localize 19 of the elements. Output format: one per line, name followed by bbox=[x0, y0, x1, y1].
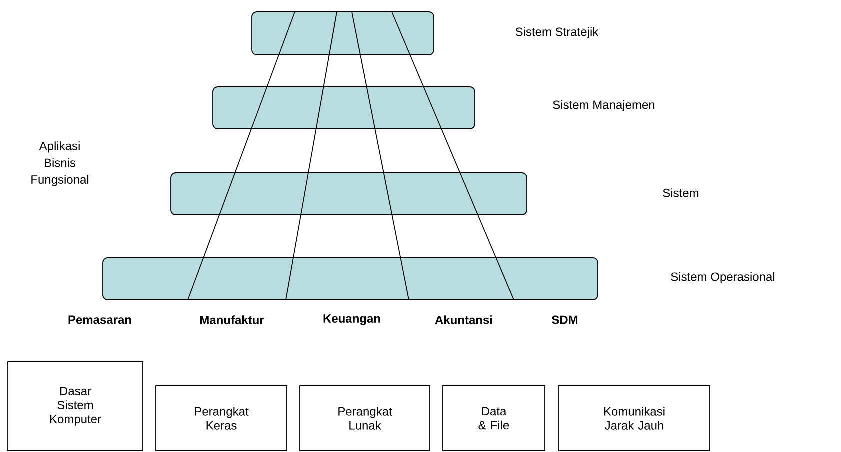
side-label: Aplikasi Bisnis Fungsional bbox=[32, 142, 89, 186]
text-box: Dasar Sistem Komputer bbox=[8, 362, 144, 452]
text-box: Data & File bbox=[442, 386, 546, 452]
level-label: Sistem Operasional bbox=[671, 272, 775, 284]
level-bar bbox=[252, 12, 434, 56]
level-label: Sistem bbox=[663, 188, 699, 198]
column-label: SDM bbox=[552, 316, 578, 324]
text-box: Perangkat Lunak bbox=[300, 386, 430, 452]
level-bar bbox=[170, 172, 528, 216]
level-bar bbox=[102, 258, 598, 300]
column-label: Keuangan bbox=[324, 314, 380, 326]
level-bar bbox=[212, 86, 476, 130]
level-label: Sistem Manajemen bbox=[553, 100, 655, 112]
text-box: Perangkat Keras bbox=[156, 386, 288, 452]
text-box: Komunikasi Jarak Jauh bbox=[558, 386, 710, 452]
column-label: Pemasaran bbox=[68, 316, 132, 324]
column-label: Manufaktur bbox=[200, 316, 264, 324]
level-label: Sistem Stratejik bbox=[516, 27, 599, 39]
column-label: Akuntansi bbox=[435, 316, 492, 324]
